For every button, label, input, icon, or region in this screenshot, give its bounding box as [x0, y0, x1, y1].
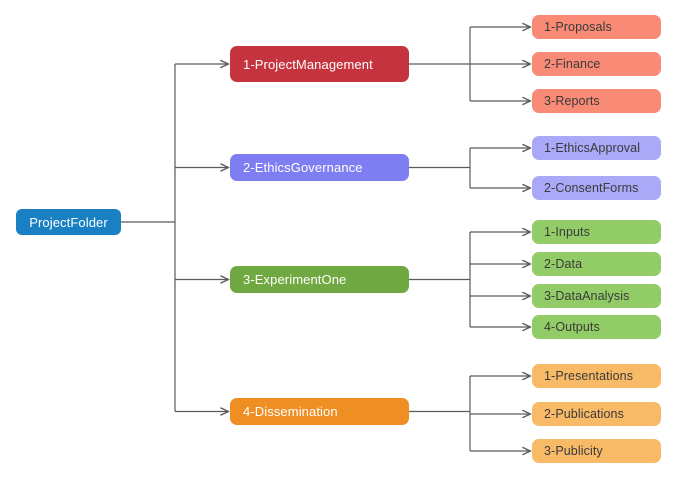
- child-node-outputs: 4-Outputs: [532, 315, 661, 339]
- child-node-finance: 2-Finance: [532, 52, 661, 76]
- child-node-proposals: 1-Proposals: [532, 15, 661, 39]
- edge-feed-lines: [121, 27, 471, 451]
- branch-node-dissemination: 4-Dissemination: [230, 398, 409, 425]
- child-node-publications: 2-Publications: [532, 402, 661, 426]
- branch-node-experimentone: 3-ExperimentOne: [230, 266, 409, 293]
- child-node-dataanalysis: 3-DataAnalysis: [532, 284, 661, 308]
- child-node-data: 2-Data: [532, 252, 661, 276]
- child-node-publicity: 3-Publicity: [532, 439, 661, 463]
- root-node-projectfolder: ProjectFolder: [16, 209, 121, 235]
- child-node-inputs: 1-Inputs: [532, 220, 661, 244]
- child-node-consentforms: 2-ConsentForms: [532, 176, 661, 200]
- child-node-presentations: 1-Presentations: [532, 364, 661, 388]
- branch-node-projectmanagement: 1-ProjectManagement: [230, 46, 409, 82]
- branch-node-ethicsgovernance: 2-EthicsGovernance: [230, 154, 409, 181]
- child-node-reports: 3-Reports: [532, 89, 661, 113]
- child-node-ethicsapproval: 1-EthicsApproval: [532, 136, 661, 160]
